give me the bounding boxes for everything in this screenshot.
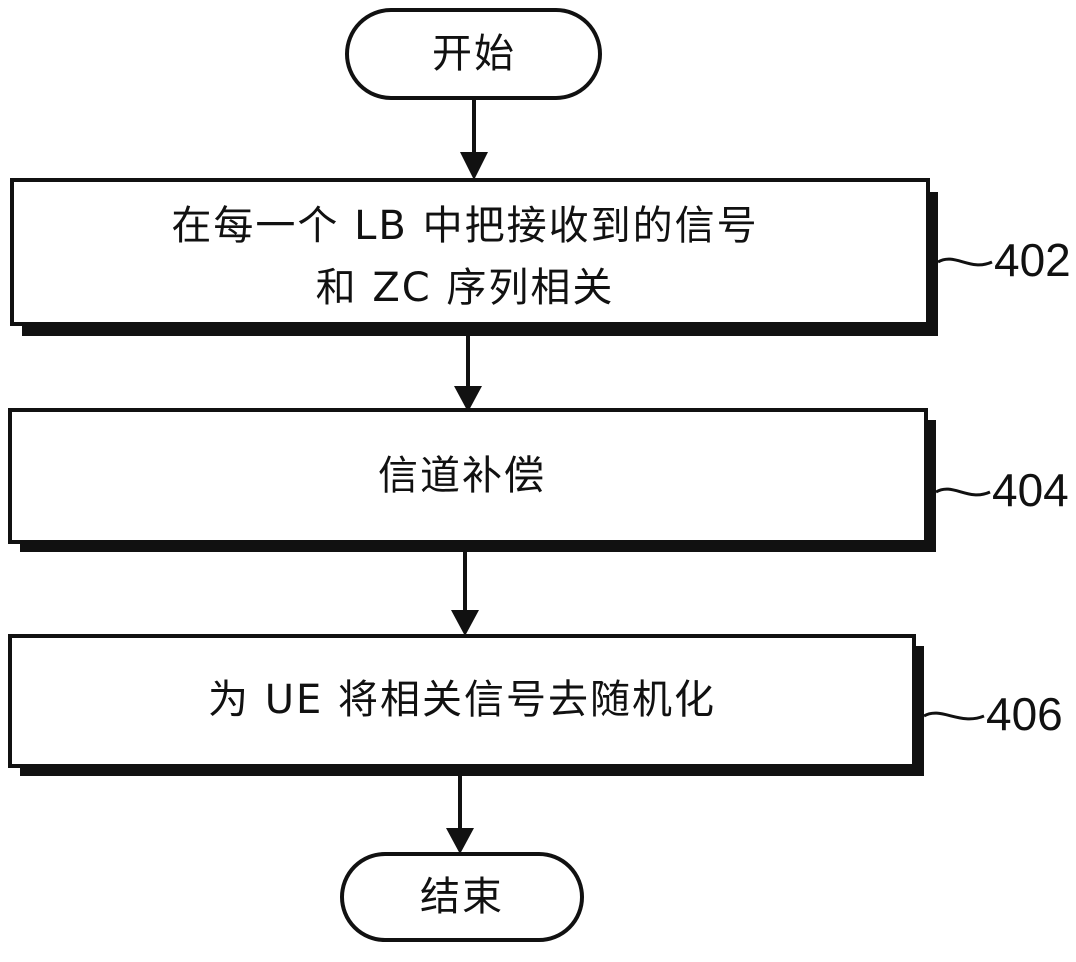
connector-step-406-to-end (446, 776, 474, 854)
ref-marker-402: 402 (938, 234, 1071, 286)
leader-line-404 (936, 489, 990, 495)
start-label: 开始 (432, 31, 516, 77)
connector-step-402-to-step-404 (454, 336, 482, 412)
ref-label-402: 402 (994, 234, 1071, 286)
process-step-402: 在每一个 LB 中把接收到的信号 和 ZC 序列相关 (12, 180, 938, 336)
ref-marker-404: 404 (936, 464, 1069, 516)
connector-start-to-step-402 (460, 98, 488, 180)
arrowhead (460, 152, 488, 180)
start-terminator: 开始 (347, 10, 600, 98)
end-terminator: 结束 (342, 854, 582, 940)
step-402-line1: 在每一个 LB 中把接收到的信号 (171, 203, 758, 249)
ref-label-406: 406 (986, 688, 1063, 740)
arrowhead (451, 610, 479, 636)
process-step-406: 为 UE 将相关信号去随机化 (10, 636, 924, 776)
step-402-line2: 和 ZC 序列相关 (316, 265, 615, 311)
step-406-line1: 为 UE 将相关信号去随机化 (208, 677, 716, 723)
leader-line-402 (938, 259, 992, 265)
process-step-404: 信道补偿 (10, 410, 936, 552)
ref-marker-406: 406 (924, 688, 1063, 740)
connector-step-404-to-step-406 (451, 552, 479, 636)
leader-line-406 (924, 713, 984, 719)
end-label: 结束 (420, 874, 504, 920)
arrowhead (446, 828, 474, 854)
step-404-line1: 信道补偿 (378, 453, 546, 499)
ref-label-404: 404 (992, 464, 1069, 516)
